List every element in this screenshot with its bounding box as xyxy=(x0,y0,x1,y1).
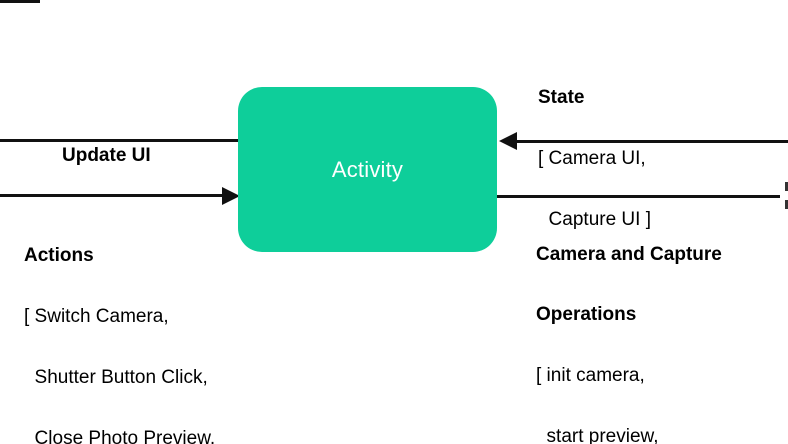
edge-line-actions xyxy=(0,194,226,197)
arrowhead-left-icon xyxy=(499,132,517,150)
actions-item: Close Photo Preview, xyxy=(24,428,216,444)
state-item: [ Camera UI, xyxy=(538,148,646,169)
edge-line-state xyxy=(513,140,788,143)
label-state: State [ Camera UI, Capture UI ] xyxy=(538,50,651,268)
state-heading: State xyxy=(538,87,585,108)
update-ui-heading: Update UI xyxy=(62,145,151,166)
edge-line-camera-operations xyxy=(495,195,780,198)
actions-heading: Actions xyxy=(24,245,94,266)
actions-item: [ Switch Camera, xyxy=(24,306,169,327)
label-update-ui: Update UI xyxy=(62,108,151,204)
activity-node: Activity xyxy=(238,87,497,252)
camera-operations-item: start preview, xyxy=(536,426,659,444)
actions-item: Shutter Button Click, xyxy=(24,367,208,388)
edge-line-update-ui xyxy=(0,139,240,142)
camera-operations-heading: Camera and Capture xyxy=(536,244,722,265)
activity-node-label: Activity xyxy=(331,156,404,182)
arrowhead-right-icon xyxy=(222,187,240,205)
camera-operations-heading: Operations xyxy=(536,304,637,325)
corner-marker-bar xyxy=(0,0,40,3)
edge-stub-upper xyxy=(785,182,788,191)
label-actions: Actions [ Switch Camera, Shutter Button … xyxy=(24,208,254,444)
camera-operations-item: [ init camera, xyxy=(536,365,645,386)
label-camera-operations: Camera and Capture Operations [ init cam… xyxy=(536,207,722,444)
state-item: Capture UI ] xyxy=(538,209,651,230)
edge-stub-lower xyxy=(785,200,788,209)
